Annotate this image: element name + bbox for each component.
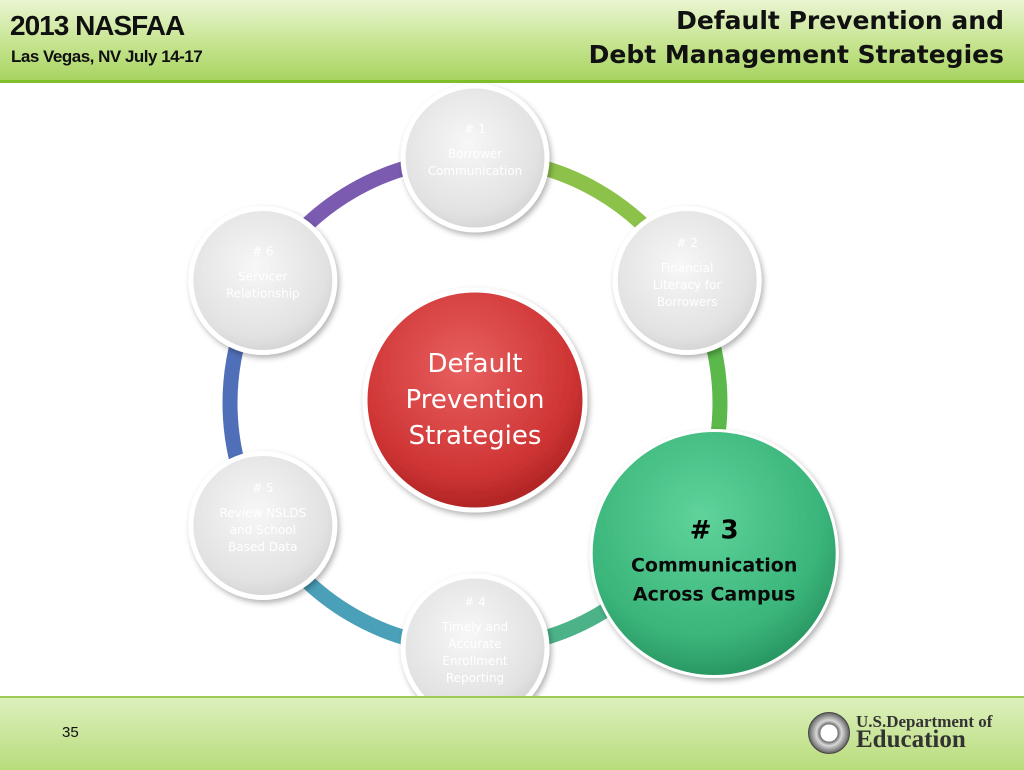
strategy-node-label: Timely and bbox=[441, 620, 508, 634]
strategy-node-label: Servicer bbox=[238, 270, 287, 284]
strategy-node-label: Borrowers bbox=[657, 295, 718, 309]
strategy-node-label: Financial bbox=[661, 261, 714, 275]
strategy-node-label: Across Campus bbox=[633, 584, 796, 606]
page-number: 35 bbox=[62, 724, 79, 741]
strategy-node-label: Literacy for bbox=[653, 278, 721, 292]
slide-title-line-1: Default Prevention and bbox=[676, 6, 1004, 35]
strategy-node-label: Review NSLDS bbox=[219, 506, 306, 520]
strategy-node-label: Communication bbox=[428, 164, 523, 178]
strategy-node-label: Accurate bbox=[448, 637, 501, 651]
logo-line-1: U.S.Department of bbox=[856, 712, 993, 731]
education-logo: U.S.Department of Education bbox=[808, 708, 1008, 758]
strategy-node-circle bbox=[612, 206, 762, 355]
strategy-node-number: # 3 bbox=[690, 516, 739, 546]
strategy-node-label: Borrower bbox=[448, 147, 503, 161]
strategy-node-label: and School bbox=[230, 523, 296, 537]
strategy-node-number: # 1 bbox=[464, 122, 486, 136]
strategy-node-circle bbox=[188, 451, 338, 600]
strategy-node-number: # 2 bbox=[676, 236, 698, 250]
strategy-node-label: Reporting bbox=[446, 671, 504, 685]
center-label: Prevention bbox=[405, 385, 544, 415]
strategy-node-label: Relationship bbox=[226, 287, 300, 301]
seal-icon bbox=[808, 712, 850, 754]
logo-line-2: Education bbox=[856, 726, 966, 753]
header-banner: 2013 NASFAA Las Vegas, NV July 14-17 Def… bbox=[0, 0, 1024, 83]
center-circle bbox=[362, 287, 588, 513]
strategy-node-circle bbox=[589, 429, 839, 678]
strategy-node-circle bbox=[188, 206, 338, 355]
strategy-node-label: Communication bbox=[631, 555, 797, 577]
strategy-node-label: Enrollment bbox=[442, 654, 508, 668]
strategy-node-number: # 4 bbox=[464, 595, 486, 609]
strategy-node-number: # 6 bbox=[252, 245, 274, 259]
slide-title-line-2: Debt Management Strategies bbox=[588, 40, 1004, 69]
strategy-node-label: Based Data bbox=[228, 540, 297, 554]
conference-title: 2013 NASFAA bbox=[10, 10, 185, 41]
footer-banner: 35 U.S.Department of Education bbox=[0, 696, 1024, 770]
conference-subtitle: Las Vegas, NV July 14-17 bbox=[11, 47, 203, 66]
slide-title: Default Prevention and Debt Management S… bbox=[589, 4, 1004, 72]
center-label: Strategies bbox=[409, 421, 542, 451]
strategy-node-number: # 5 bbox=[252, 481, 274, 495]
strategy-node-circle bbox=[400, 83, 550, 233]
center-label: Default bbox=[428, 349, 523, 379]
